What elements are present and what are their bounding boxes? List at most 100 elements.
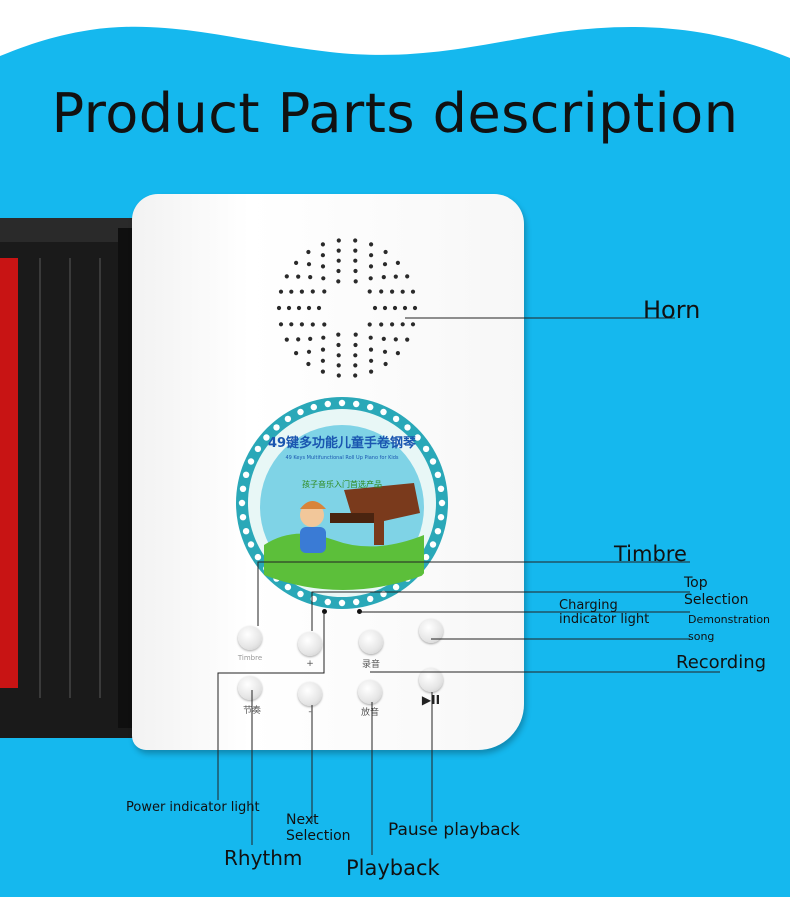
minus-button[interactable] [298,682,322,706]
sticker-ring-dot [297,408,304,416]
sticker-ring-dot [438,499,446,507]
sticker-ring-dot [242,528,250,535]
speaker-hole [369,253,374,258]
playback-button-label: 放音 [360,708,379,718]
speaker-hole [306,262,312,267]
speaker-hole [278,289,284,294]
speaker-hole [276,305,282,311]
speaker-hole [320,358,325,363]
product-sticker: 49键多功能儿童手卷钢琴 49 Keys Multifunctional Rol… [236,397,448,609]
timbre-button[interactable] [238,626,262,650]
speaker-hole [306,249,311,255]
speaker-hole [379,289,384,294]
sticker-ring-dot [429,458,437,465]
speaker-hole [299,322,304,327]
speaker-hole [320,369,325,374]
speaker-hole [390,289,395,294]
speaker-hole [353,268,358,274]
sticker-ring-dot [338,599,346,607]
speaker-hole [367,322,372,327]
speaker-hole [353,353,358,358]
sticker-ring-dot [238,499,246,507]
speaker-hole [368,264,374,269]
speaker-hole [306,361,311,367]
playback-button[interactable] [358,680,382,704]
speaker-hole [383,361,388,367]
label-demo-2: song [688,630,715,643]
speaker-hole [278,322,284,327]
speaker-hole [379,322,384,327]
sticker-ring-dot [324,598,331,606]
sticker-ring-dot [284,583,292,591]
rhythm-button[interactable] [238,676,262,700]
speaker-hole [382,349,388,354]
pause-playback-button[interactable] [419,668,443,692]
demo-song-button[interactable] [419,619,443,643]
sticker-ring-dot [242,471,250,478]
sticker-ring-dot [353,400,360,408]
speaker-hole [353,363,358,368]
speaker-hole [322,289,327,294]
label-timbre: Timbre [614,542,687,566]
speaker-hole [286,305,292,311]
sticker-ring-dot [422,445,430,453]
speaker-hole [353,373,358,378]
sticker-ring-dot [263,434,270,441]
sticker-ring-dot [392,415,400,423]
label-charging-2: indicator light [559,612,650,627]
charging-indicator-led [357,609,362,614]
sticker-ring-dot [254,445,262,453]
label-recording: Recording [676,652,767,673]
speaker-hole [320,347,326,352]
pause-playback-button-label: ▶II [421,693,441,707]
speaker-hole [320,253,325,258]
speaker-hole [289,322,294,327]
sticker-ring-dot [324,400,331,408]
speaker-hole [381,336,386,341]
record-button[interactable] [359,630,383,654]
record-button-label: 录音 [361,660,380,670]
sticker-ring-dot [392,583,400,591]
label-rhythm: Rhythm [224,846,303,870]
rhythm-button-label: 节奏 [242,706,261,716]
sticker-ring-dot [239,485,247,492]
sticker-ring-dot [310,595,317,603]
speaker-hole [381,275,386,280]
speaker-hole [400,289,405,294]
sticker-ring-dot [429,541,437,548]
sticker-ring-dot [247,458,255,465]
speaker-hole [320,264,326,269]
speaker-hole [390,322,395,327]
speaker-hole [405,274,410,279]
speaker-hole [296,305,302,311]
speaker-hole [310,289,315,294]
speaker-hole [392,305,398,311]
speaker-hole [353,238,358,243]
minus-button-label: - [308,707,312,717]
speaker-hole [308,275,313,280]
speaker-hole [405,337,410,342]
speaker-hole [410,322,416,327]
speaker-hole [383,249,388,255]
label-top-selection-1: Top [684,575,708,591]
speaker-hole [284,337,289,342]
speaker-hole [353,279,358,284]
speaker-hole [284,274,289,279]
speaker-hole [336,332,341,337]
sticker-ring-dot [380,408,387,416]
speaker-hole [310,322,315,327]
sticker-ring-dot [404,424,411,431]
sticker-ring-dot [367,595,374,603]
speaker-hole [294,351,299,356]
speaker-hole [393,274,398,279]
label-playback: Playback [346,856,440,880]
speaker-hole [369,242,374,247]
speaker-hole [321,276,326,281]
plus-button[interactable] [298,632,322,656]
sticker-title-en: 49 Keys Multifunctional Roll Up Piano fo… [285,455,398,461]
sticker-ring-dot [239,514,247,521]
speaker-hole [367,289,372,294]
speaker-hole [353,342,358,348]
sticker-ring-dot [284,415,292,423]
